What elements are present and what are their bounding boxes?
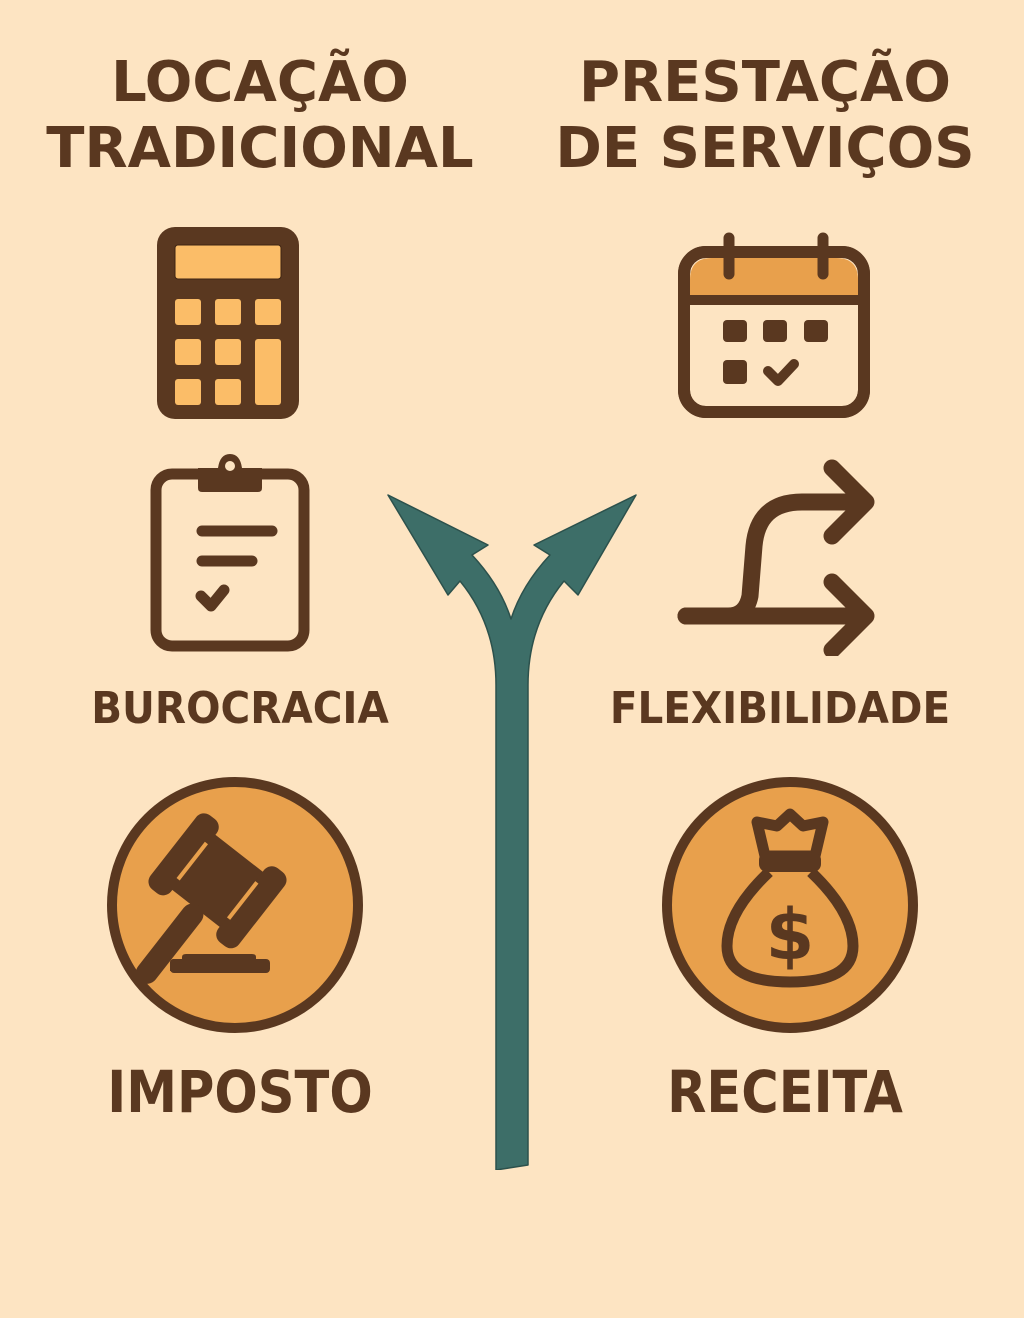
gavel-icon bbox=[106, 776, 364, 1034]
right-title: PRESTAÇÃO DE SERVIÇOS bbox=[545, 50, 985, 182]
branching-arrows-icon bbox=[672, 456, 884, 656]
calendar-check-icon bbox=[676, 230, 872, 420]
calculator-icon bbox=[155, 225, 301, 421]
label-imposto: IMPOSTO bbox=[107, 1058, 373, 1126]
right-title-line2: DE SERVIÇOS bbox=[555, 116, 975, 181]
money-bag-icon: $ bbox=[661, 776, 919, 1034]
label-receita: RECEITA bbox=[667, 1058, 903, 1126]
left-title-line2: TRADICIONAL bbox=[46, 116, 474, 181]
clipboard-check-icon bbox=[148, 452, 312, 652]
left-title-line1: LOCAÇÃO bbox=[111, 50, 409, 115]
fork-arrow-icon bbox=[380, 485, 650, 1170]
right-title-line1: PRESTAÇÃO bbox=[579, 50, 951, 115]
label-burocracia: BUROCRACIA bbox=[91, 683, 389, 734]
dollar-sign: $ bbox=[766, 894, 815, 976]
label-flexibilidade: FLEXIBILIDADE bbox=[609, 683, 951, 734]
left-title: LOCAÇÃO TRADICIONAL bbox=[40, 50, 480, 182]
